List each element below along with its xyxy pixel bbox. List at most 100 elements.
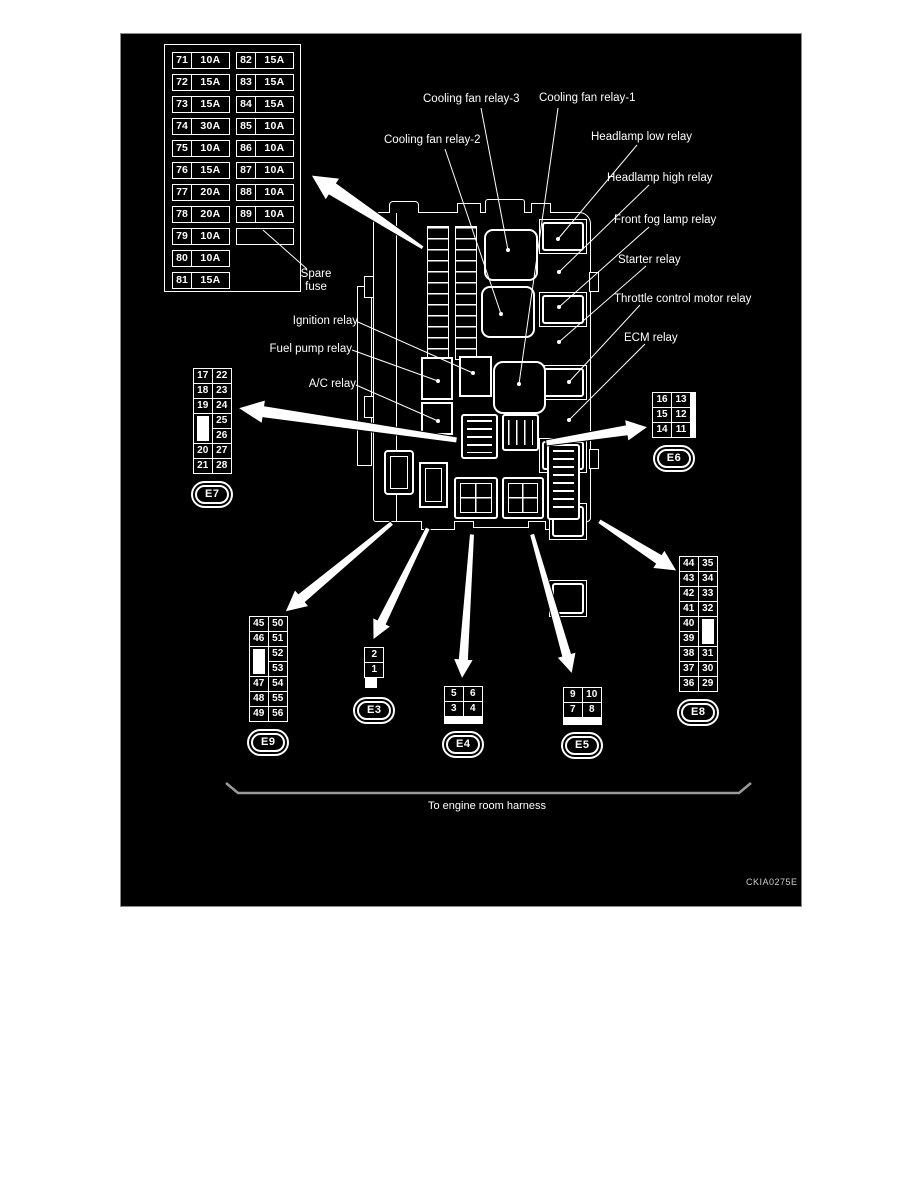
fuse-amperage: 10A <box>264 164 285 176</box>
ipdm-left-tab-2 <box>364 396 374 418</box>
pin-cell: 16 <box>652 392 672 408</box>
pin-cell: 40 <box>678 616 699 632</box>
connector-label: E9 <box>251 733 286 752</box>
spare-fuse-slot <box>236 228 294 245</box>
pin-cell: 56 <box>267 706 288 722</box>
label-ignition-relay: Ignition relay <box>292 315 358 327</box>
connector-label: E4 <box>446 735 481 754</box>
connector-label: E8 <box>681 703 716 722</box>
connector-label: E5 <box>565 736 600 755</box>
connector-socket-e5 <box>502 477 544 519</box>
pin-cell: 37 <box>678 661 699 677</box>
blank-key-block <box>248 646 269 677</box>
pin-cell: 1 <box>364 662 385 678</box>
connector-label-oval: E3 <box>353 697 396 724</box>
ipdm-top-bump-3 <box>531 203 551 213</box>
pin-cell: 6 <box>462 686 483 702</box>
label-headlamp-low-relay: Headlamp low relay <box>591 131 692 143</box>
fuse-number: 88 <box>237 185 256 200</box>
harness-bracket <box>225 782 752 795</box>
ipdm-right-tab-2 <box>589 449 599 469</box>
fuse-entry: 78 20A <box>172 206 230 223</box>
label-cooling-fan-relay-2: Cooling fan relay-2 <box>384 134 481 146</box>
spare-fuse-label-line1: Spare <box>300 268 332 280</box>
fuel-pump-relay-box <box>421 357 453 400</box>
fuse-number: 77 <box>173 185 192 200</box>
fuse-strip-1 <box>427 226 449 360</box>
pin-cell: 54 <box>267 676 288 692</box>
pin-cell: 47 <box>248 676 269 692</box>
pin-cell: 14 <box>652 422 672 438</box>
ipdm-top-bump-2 <box>485 199 525 213</box>
fuse-number: 72 <box>173 75 192 90</box>
fuse-number: 78 <box>173 207 192 222</box>
pin-cell: 4 <box>462 701 483 717</box>
label-throttle-control-motor-relay: Throttle control motor relay <box>614 293 752 305</box>
pin-cell: 32 <box>697 601 718 617</box>
fuse-amperage: 15A <box>200 76 221 88</box>
pin-cell: 5 <box>443 686 464 702</box>
pin-cell: 26 <box>211 428 232 444</box>
fuse-number: 73 <box>173 97 192 112</box>
figure-code: CKIA0275E <box>746 877 798 887</box>
fuse-amperage: 30A <box>200 120 221 132</box>
label-cooling-fan-relay-1: Cooling fan relay-1 <box>539 92 636 104</box>
label-cooling-fan-relay-3: Cooling fan relay-3 <box>423 93 520 105</box>
pin-cell: 9 <box>562 687 583 703</box>
connector-label-oval: E9 <box>247 729 290 756</box>
pin-cell: 33 <box>697 586 718 602</box>
pin-cell: 28 <box>211 458 232 474</box>
ipdm-left-tab-1 <box>364 276 374 298</box>
key-strip <box>690 392 696 438</box>
pin-cell: 38 <box>678 646 699 662</box>
pin-cell: 25 <box>211 413 232 429</box>
fuse-number: 85 <box>237 119 256 134</box>
cooling-fan-relay-1-box <box>493 361 546 414</box>
pin-cell: 52 <box>267 646 288 662</box>
fuse-amperage: 20A <box>200 208 221 220</box>
pin-cell: 23 <box>211 383 232 399</box>
pin-cell: 39 <box>678 631 699 647</box>
pin-cell: 20 <box>192 443 213 459</box>
connector-label: E3 <box>357 701 392 720</box>
pin-cell: 7 <box>562 702 583 718</box>
pin-cell: 22 <box>211 368 232 384</box>
ipdm-top-handle <box>389 201 419 213</box>
cooling-fan-relay-3-box <box>484 229 538 281</box>
pin-cell: 29 <box>697 676 718 692</box>
headlamp-low-relay-box <box>539 219 587 254</box>
connector-label-oval: E7 <box>191 481 234 508</box>
pin-cell: 11 <box>671 422 691 438</box>
pin-cell: 49 <box>248 706 269 722</box>
fuse-amperage: 20A <box>200 186 221 198</box>
label-ac-relay: A/C relay <box>308 378 356 390</box>
arrow-to-connector-e9 <box>284 520 395 613</box>
pin-cell: 55 <box>267 691 288 707</box>
fuse-number: 89 <box>237 207 256 222</box>
blank-key-block <box>192 413 213 444</box>
fuse-entry: 72 15A <box>172 74 230 91</box>
pin-cell: 44 <box>678 556 699 572</box>
fuse-amperage: 10A <box>200 54 221 66</box>
fuse-number: 80 <box>173 251 192 266</box>
pin-cell: 12 <box>671 407 691 423</box>
connector-ridges <box>508 420 533 445</box>
